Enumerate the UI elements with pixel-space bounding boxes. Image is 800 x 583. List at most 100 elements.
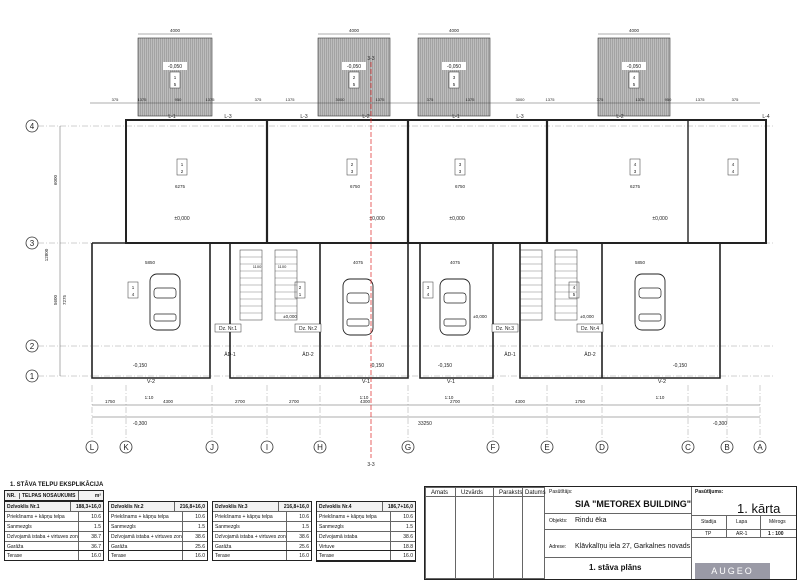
door-tag: Dz. Nr.3 <box>496 326 514 332</box>
stair-dim: 1100 <box>253 264 262 269</box>
garage-tag: 4 <box>427 292 430 297</box>
top-dim-label: 1375 <box>376 97 386 102</box>
bottom-dim-label: 4300 <box>163 399 174 404</box>
door-tag-box <box>576 323 604 333</box>
terrace-row-3: Terase 16.0 <box>212 550 312 561</box>
floor-level: ±0,000 <box>449 216 464 222</box>
gate-scale: 1:10 <box>360 395 369 400</box>
room-width-dim: 6750 <box>350 184 361 189</box>
room-tag-box <box>176 158 188 176</box>
grid-bubble-row-2 <box>25 339 39 353</box>
bottom-level: -0,300 <box>713 421 727 427</box>
grid-bubble-row-3 <box>25 236 39 250</box>
apartment-title: Dzīvoklis Nr.4 <box>319 503 352 510</box>
floor-level: ±0,000 <box>369 216 384 222</box>
terrace-width-label: 4000 <box>170 28 181 33</box>
grid-bubble-col-E <box>540 440 554 454</box>
room-area: 1.5 <box>390 522 415 531</box>
scale-value: 1 : 100 <box>768 531 784 537</box>
exterior-door-tag: ĀD-2 <box>584 351 596 358</box>
room-name: Garāža <box>111 543 128 550</box>
top-dim-label: 375 <box>597 97 604 102</box>
door-tag-box <box>214 323 242 333</box>
grid-bubble-col-C <box>681 440 695 454</box>
object-label: Objekts: <box>549 518 568 524</box>
window-tag: L-3 <box>300 114 307 120</box>
header-unit: m² <box>78 491 103 500</box>
floor-level: ±0,000 <box>652 216 667 222</box>
window-tag: L-2 <box>362 114 369 120</box>
page-value: AR-1 <box>736 531 748 537</box>
room-name: Dzīvojamā istaba <box>319 533 358 540</box>
floor-level: ±0,000 <box>580 314 594 319</box>
grid-label-col: B <box>724 443 729 452</box>
grid-bubble-row-4 <box>25 119 39 133</box>
top-dim-label: 950 <box>665 97 672 102</box>
terrace-name: Terase <box>215 552 231 559</box>
grid-label-col: L <box>90 443 95 452</box>
gate-scale: 1:10 <box>145 395 154 400</box>
top-dim-label: 3000 <box>336 97 346 102</box>
room-tag-box <box>454 158 466 176</box>
grid-label-col: F <box>491 443 496 452</box>
top-dim-label: 375 <box>732 97 739 102</box>
terrace-area: 16.0 <box>286 551 311 560</box>
terrace-level-box <box>442 62 466 70</box>
grid-label-col: A <box>757 443 763 452</box>
grid-label-col: H <box>317 443 323 452</box>
room-explication-legend: 1. STĀVA TELPU EKSPLIKĀCIJA NR.TELPAS NO… <box>4 480 416 580</box>
garage-level: -0,150 <box>370 363 384 369</box>
section-tag-bottom: 3-3 <box>367 462 374 468</box>
gate-tag: V-2 <box>147 379 155 385</box>
terrace-level: -0,050 <box>627 64 641 70</box>
terrace-width-label: 4000 <box>449 28 460 33</box>
door-tag-box <box>491 323 519 333</box>
terrace-tag: 1 <box>174 75 177 80</box>
grid-label-col: E <box>544 443 549 452</box>
room-width-dim: 6275 <box>175 184 186 189</box>
sheet-stage: 1. kārta <box>737 501 781 516</box>
terrace-tag: 5 <box>633 82 636 87</box>
window-tag: L-1 <box>452 114 459 120</box>
window-tag: L-3 <box>516 114 523 120</box>
terrace-level: -0,050 <box>347 64 361 70</box>
bottom-dim-label: 4300 <box>515 399 526 404</box>
apartment-title: Dzīvoklis Nr.1 <box>7 503 40 510</box>
room-tag: 2 <box>181 169 184 174</box>
car-3 <box>439 278 471 336</box>
terrace-tag-box <box>628 71 640 89</box>
garage-width-dim: 5850 <box>145 260 156 265</box>
garage-tag-box <box>127 281 139 299</box>
room-width-dim: 6275 <box>630 184 641 189</box>
top-dim-label: 950 <box>175 97 182 102</box>
apartment-area: 216,8+16,0 <box>278 502 311 511</box>
bottom-dim-label: 2700 <box>235 399 246 404</box>
room-name: Virtuve <box>319 543 335 550</box>
window-tag: L-4 <box>762 114 769 120</box>
header-name: TELPAS NOSAUKUMS <box>22 492 76 499</box>
terrace-tag-box <box>348 71 360 89</box>
room-name: Garāža <box>7 543 24 550</box>
room-area: 10.6 <box>182 512 207 521</box>
grid-bubble-col-D <box>595 440 609 454</box>
room-tag: 1 <box>181 162 184 167</box>
garage-tag: 1 <box>132 285 135 290</box>
terrace-area: 16.0 <box>390 551 415 560</box>
room-name: Sanmezgls <box>111 523 136 530</box>
garage-level: -0,150 <box>133 363 147 369</box>
room-name: Sanmezgls <box>7 523 32 530</box>
room-area: 10.6 <box>286 512 311 521</box>
drawing-title: 1. stāva plāns <box>589 563 642 572</box>
room-tag: 4 <box>732 162 735 167</box>
garage-tag-box <box>568 281 580 299</box>
